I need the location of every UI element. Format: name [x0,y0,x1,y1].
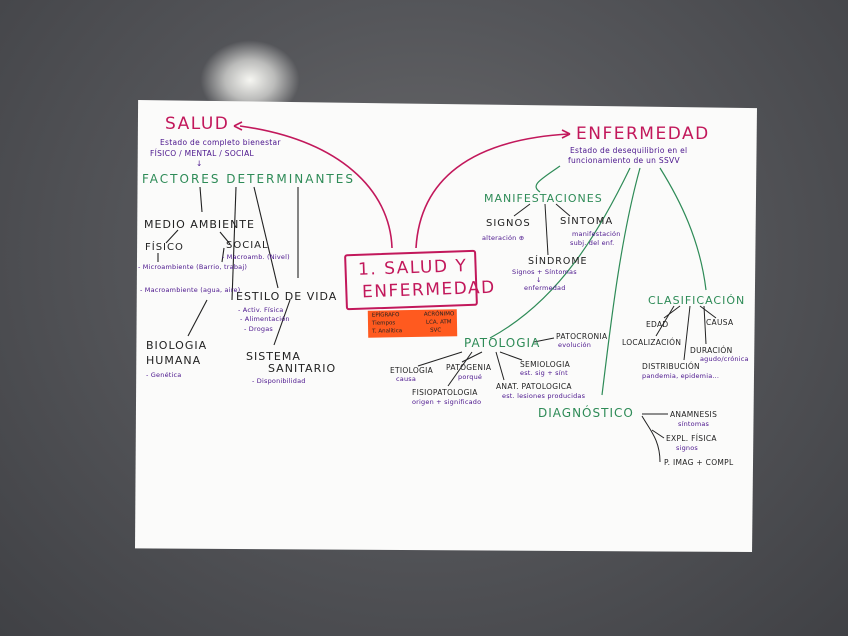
biologia-line-2: HUMANA [146,354,201,367]
clasificacion-heading: CLASIFICACIÓN [648,294,745,307]
estilo-de-vida: ESTILO DE VIDA [236,290,337,303]
medio-social: SOCIAL [226,240,269,251]
anamnesis: ANAMNESIS [670,410,717,419]
sintoma-sub-2: subj. del enf. [570,239,614,247]
sintoma-sub-1: manifestación [572,230,621,238]
sticker-a3: T. Analítica [372,328,402,335]
sticker-b2: LCA. ATM [426,319,452,325]
enfermedad-heading: ENFERMEDAD [576,124,710,144]
orange-sticky-note: EPÍGRAFO Tiempos T. Analítica ACRÓNIMO L… [368,309,457,338]
localizacion: LOCALIZACIÓN [622,338,681,347]
sistema-sub: - Disponibilidad [252,377,306,385]
sistema-line-2: SANITARIO [268,362,336,375]
expl-fisica-sub: signos [676,444,698,452]
sindrome: SÍNDROME [528,256,588,267]
etiologia-sub: causa [396,375,416,383]
fisiopatologia-sub: origen + significado [412,398,481,406]
patogenia: PATOGENIA [446,363,491,372]
semiologia: SEMIOLOGIA [520,360,570,369]
salud-def-1: Estado de completo bienestar [160,138,281,147]
signos-sub: alteración ⊕ [482,234,524,242]
sticker-a1: EPÍGRAFO [372,312,400,318]
manifestaciones-heading: MANIFESTACIONES [484,192,603,205]
enfermedad-def-1: Estado de desequilibrio en el [570,146,687,155]
causa: CAUSA [706,318,733,327]
etiologia: ETIOLOGIA [390,366,433,375]
expl-fisica: EXPL. FÍSICA [666,434,717,443]
salud-arrow-icon: ↓ [196,159,203,168]
anat-patologica: ANAT. PATOLOGICA [496,382,572,391]
diagnostico-heading: DIAGNÓSTICO [538,406,634,420]
distribucion-sub: pandemia, epidemia... [642,372,719,380]
sindrome-sub-2: ↓ [536,276,542,284]
title-line-1: 1. SALUD Y [358,256,468,280]
pruebas-imagen: P. IMAG + COMPL [664,458,733,467]
sticker-b1: ACRÓNIMO [424,311,455,318]
sindrome-sub-3: enfermedad [524,284,566,292]
sintoma: SINTOMA [560,216,613,227]
enfermedad-def-2: funcionamiento de un SSVV [568,156,680,165]
medio-ambiente: MEDIO AMBIENTE [144,218,255,231]
biologia-sub: - Genética [146,371,181,379]
salud-heading: SALUD [165,114,229,134]
distribucion: DISTRIBUCIÓN [642,362,700,371]
patocronia-sub: evolución [558,341,591,349]
patocronia: PATOCRONIA [556,332,607,341]
duracion-sub: agudo/crónica [700,355,749,363]
signos: SIGNOS [486,218,531,229]
factores-heading: FACTORES DETERMINANTES [142,172,355,186]
duracion: DURACIÓN [690,346,733,355]
medio-social-sub: - Macroamb. (Nivel) [222,253,290,261]
semiologia-sub: est. sig + sínt [520,369,568,377]
edad: EDAD [646,320,669,329]
medio-micro: - Microambiente (Barrio, trabaj) [138,263,247,271]
estilo-item-3: - Drogas [244,325,273,333]
medio-macro: - Macroambiente (agua, aire) [140,286,240,294]
anamnesis-sub: síntomas [678,420,709,428]
sticker-a2: Tiempos [372,320,395,326]
sindrome-sub-1: Signos + Síntomas [512,268,577,276]
patologia-heading: PATOLOGIA [464,336,540,350]
biologia-line-1: BIOLOGIA [146,339,207,352]
patogenia-sub: porqué [458,373,482,381]
sticker-b3: SVC [430,328,441,334]
anat-patologica-sub: est. lesiones producidas [502,392,585,400]
estilo-item-2: - Alimentación [240,315,290,323]
estilo-item-1: - Activ. Física [238,306,283,314]
salud-def-2: FÍSICO / MENTAL / SOCIAL [150,149,254,158]
fisiopatologia: FISIOPATOLOGIA [412,388,478,397]
medio-fisico: FÍSICO [145,242,184,253]
